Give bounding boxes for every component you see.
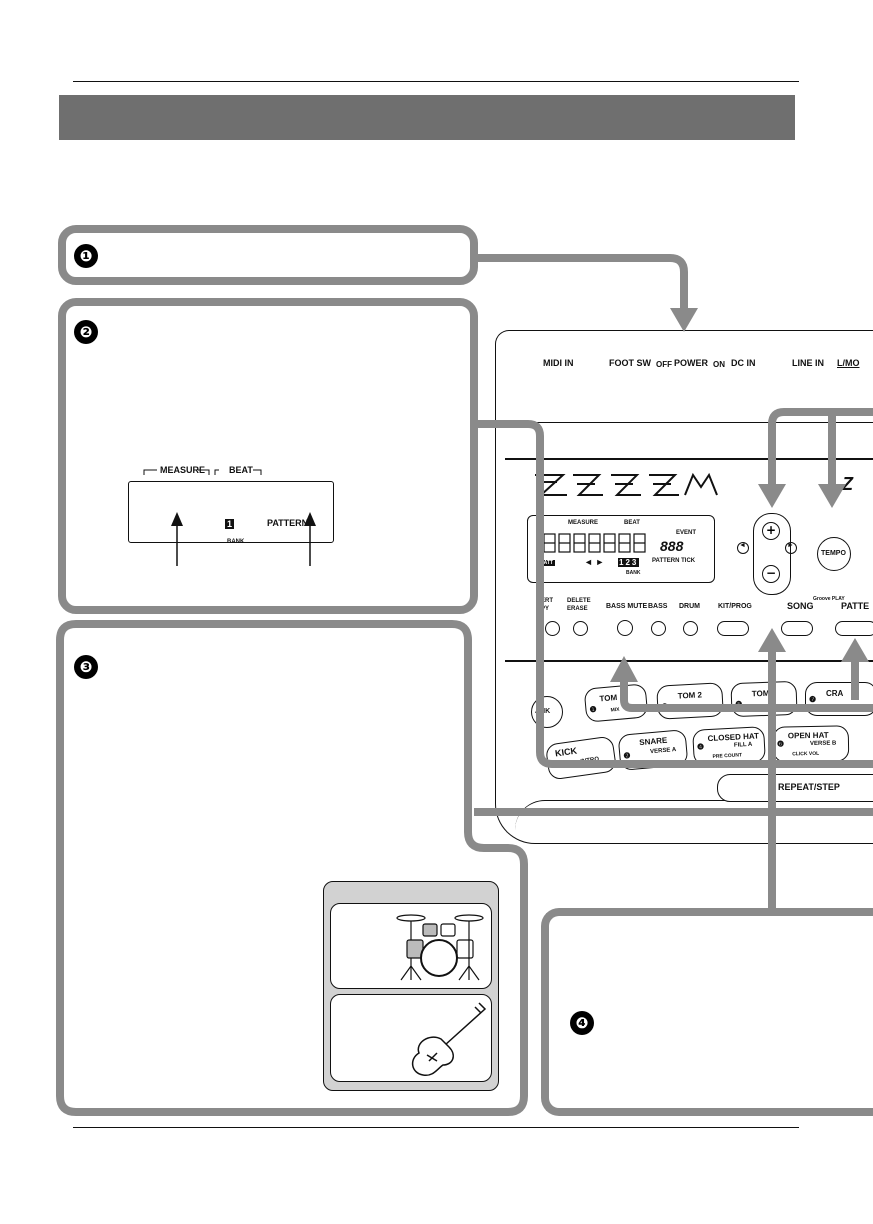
step2-number: ❷ <box>79 323 93 341</box>
bass-button[interactable] <box>651 621 666 636</box>
display-bank-digit: 1 <box>225 519 235 529</box>
device-illustration: MIDI IN FOOT SW OFF POWER ON DC IN LINE … <box>495 330 873 844</box>
display-pattern-label: PATTERN <box>267 518 309 528</box>
l-mono-label: L/MO <box>837 358 860 368</box>
bass-mute-button[interactable] <box>617 620 633 636</box>
minus-button[interactable]: − <box>762 565 780 583</box>
step1-connector <box>476 254 698 332</box>
device-bottom-curve <box>515 800 873 841</box>
lcd-bank-numbers: 123 <box>618 558 640 567</box>
step2-box <box>58 298 478 614</box>
bass-guitar-icon <box>411 1002 487 1077</box>
insert-copy-button[interactable] <box>545 621 560 636</box>
lcd-segment-digits <box>543 533 646 553</box>
dc-in-label: DC IN <box>731 358 756 368</box>
bass-card <box>330 994 492 1082</box>
left-arrow-icon: ◄ <box>739 542 746 549</box>
bottom-rule <box>73 1127 799 1128</box>
drum-kit-icon <box>396 914 484 981</box>
step4-box <box>541 908 873 1116</box>
section-banner <box>59 95 795 140</box>
cursor-left-button[interactable] <box>737 542 749 554</box>
crash-pad-num: ❼ <box>809 695 817 704</box>
top-rule <box>73 81 799 82</box>
lcd-measure-label: MEASURE <box>568 520 599 526</box>
display-measure-label: MEASURE <box>160 465 206 475</box>
pattern-button[interactable] <box>835 621 873 636</box>
display-beat-label: BEAT <box>229 465 253 475</box>
groove-play-label: Groove PLAY <box>813 596 845 602</box>
foot-sw-label: FOOT SW <box>609 358 651 368</box>
song-label: SONG <box>787 601 814 611</box>
tempo-button[interactable] <box>817 537 851 571</box>
bass-mute-label: BASS MUTE <box>606 603 648 610</box>
insert-copy-label-2: PY <box>541 606 550 612</box>
value-key-housing <box>753 513 791 595</box>
step3-number-badge: ❸ <box>74 655 98 679</box>
lcd-batt-label: BATT <box>538 560 555 566</box>
step1-number: ❶ <box>79 247 93 265</box>
cursor-right-button[interactable] <box>785 542 797 554</box>
device-lcd: MEASURE BEAT EVENT 888 PATTERN TICK BATT… <box>527 515 715 583</box>
plus-button[interactable]: + <box>762 522 780 540</box>
lcd-arrows: ◄ ► <box>584 557 605 567</box>
display-arrows <box>171 512 316 566</box>
drum-button[interactable] <box>683 621 698 636</box>
delete-erase-label-2: ERASE <box>567 606 588 612</box>
step4-number-badge: ❹ <box>570 1011 594 1035</box>
step1-box <box>58 225 478 285</box>
delete-erase-button[interactable] <box>573 621 588 636</box>
repeat-step-label: REPEAT/STEP <box>778 782 840 792</box>
crash-pad-label: CRA <box>826 689 844 698</box>
step4-number: ❹ <box>575 1014 589 1032</box>
power-on-label: ON <box>713 360 725 369</box>
step3-number: ❸ <box>79 658 93 676</box>
step2-number-badge: ❷ <box>74 320 98 344</box>
bass-label: BASS <box>648 603 668 610</box>
step1-number-badge: ❶ <box>74 244 98 268</box>
song-button[interactable] <box>781 621 813 636</box>
device-top-strip <box>505 458 873 460</box>
drum-kit-card <box>330 903 492 989</box>
kit-prog-label: KIT/PROG <box>718 603 752 610</box>
logo-cut-letter: Z <box>842 474 853 494</box>
midi-in-label: MIDI IN <box>543 358 574 368</box>
device-pad-strip <box>505 660 873 662</box>
line-in-label: LINE IN <box>792 358 825 368</box>
lcd-pattern-tick-label: PATTERN TICK <box>652 558 696 564</box>
drum-label: DRUM <box>679 603 700 610</box>
lcd-beat-label: BEAT <box>624 520 640 526</box>
pattern-key-label: PATTE <box>841 601 870 611</box>
lcd-digits: 888 <box>660 538 684 554</box>
lcd-bank-label: BANK <box>626 570 641 576</box>
lcd-event-label: EVENT <box>676 530 697 536</box>
kit-prog-button[interactable] <box>717 621 749 636</box>
repeat-step-button[interactable]: REPEAT/STEP <box>717 774 873 802</box>
tempo-label: TEMPO <box>821 550 846 557</box>
display-bank-label: BANK <box>227 539 245 545</box>
display-frame <box>128 481 334 543</box>
insert-copy-label-1: ERT <box>541 598 553 604</box>
display-measure-bracket <box>143 469 262 475</box>
step3-box <box>56 620 528 1116</box>
power-off-label: OFF <box>656 360 672 369</box>
power-label: POWER <box>674 358 709 368</box>
delete-erase-label-1: DELETE <box>567 598 591 604</box>
